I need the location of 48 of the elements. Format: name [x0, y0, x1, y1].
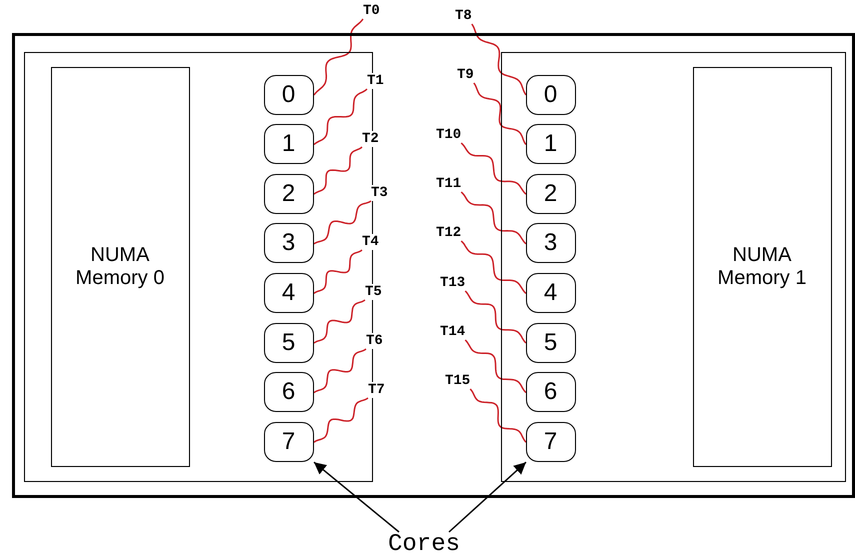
- thread-label: T8: [455, 8, 472, 24]
- core-box: 5: [526, 322, 576, 362]
- thread-label: T6: [366, 333, 383, 349]
- core-box: 4: [264, 272, 314, 313]
- core-box: 0: [526, 74, 576, 114]
- thread-connector: [314, 146, 362, 195]
- thread-connector: [471, 24, 527, 96]
- thread-connector: [314, 200, 372, 244]
- core-box: 1: [264, 124, 314, 164]
- thread-connector: [460, 191, 527, 244]
- thread-connector: [464, 339, 527, 394]
- thread-connector: [314, 299, 366, 344]
- thread-connector: [314, 348, 366, 394]
- thread-label: T1: [367, 73, 384, 89]
- thread-connector: [314, 397, 368, 443]
- core-box: 6: [526, 372, 576, 412]
- thread-connector: [460, 142, 527, 195]
- thread-connector: [473, 82, 527, 146]
- thread-label: T2: [362, 131, 379, 147]
- socket-box: [501, 52, 846, 482]
- core-box: 1: [526, 124, 576, 164]
- memory-box: NUMA Memory 1: [692, 66, 832, 466]
- thread-connector: [464, 290, 527, 344]
- thread-connector: [314, 249, 362, 294]
- thread-connector: [460, 240, 527, 294]
- core-box: 6: [264, 372, 314, 412]
- arrow: [314, 462, 400, 533]
- thread-label: T3: [371, 185, 388, 201]
- system-board-box: [12, 33, 855, 498]
- core-box: 7: [526, 422, 576, 462]
- core-box: 7: [264, 422, 314, 462]
- core-box: 3: [526, 223, 576, 264]
- thread-connector: [313, 18, 364, 96]
- thread-label: T4: [362, 234, 379, 250]
- core-box: 2: [526, 174, 576, 214]
- core-box: 4: [526, 272, 576, 313]
- thread-label: T7: [368, 382, 385, 398]
- core-box: 5: [264, 322, 314, 362]
- core-box: 2: [264, 174, 314, 214]
- caption: Cores: [388, 532, 460, 558]
- thread-connector: [313, 88, 368, 146]
- core-box: 3: [264, 223, 314, 264]
- thread-label: T5: [365, 284, 382, 300]
- arrow: [448, 462, 526, 533]
- core-box: 0: [264, 74, 314, 114]
- memory-box: NUMA Memory 0: [50, 66, 190, 466]
- thread-connector: [470, 388, 527, 443]
- thread-label: T9: [457, 67, 474, 83]
